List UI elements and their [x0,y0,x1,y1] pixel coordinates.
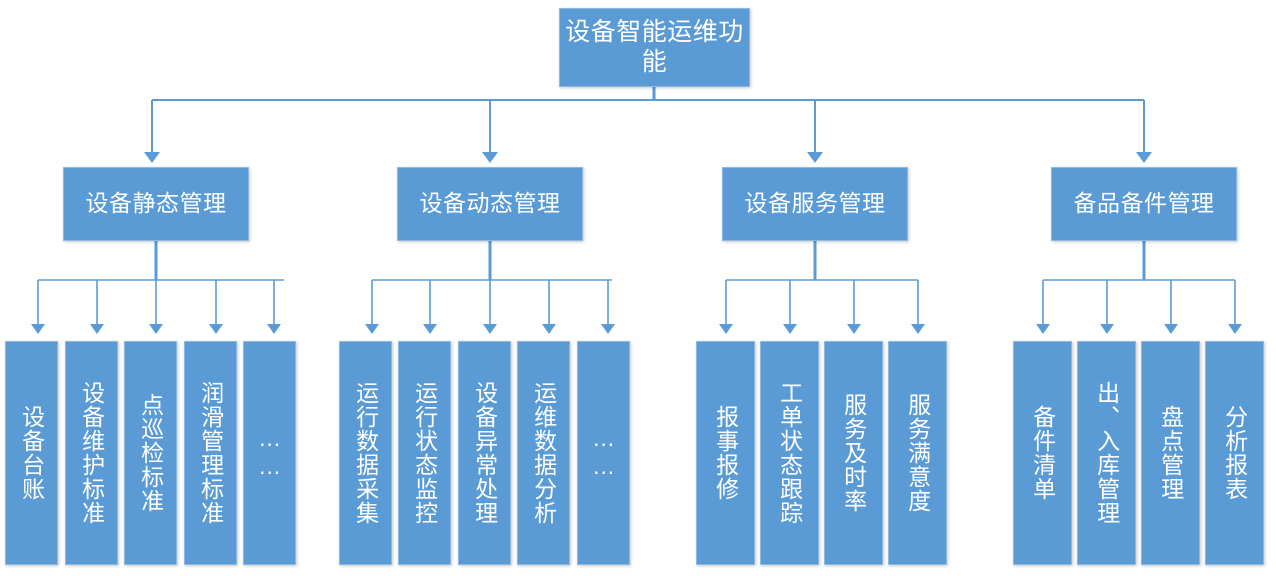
leaf-node[interactable]: 设备台账 [5,341,58,565]
leaf-node-ellipsis[interactable]: …… [577,341,630,565]
leaf-node-label: 服务及时率 [840,393,867,513]
group-node-2[interactable]: 设备动态管理 [397,167,583,241]
leaf-node-label: 运行数据采集 [352,381,379,525]
leaf-node[interactable]: 备件清单 [1013,341,1072,565]
arrowhead-to-leaf [601,324,615,334]
arrowhead-to-leaf [209,324,223,334]
leaf-node[interactable]: 点巡检标准 [124,341,177,565]
leaf-node-label: 分析报表 [1221,405,1248,501]
arrowhead-to-leaf [542,324,556,334]
arrowhead-to-leaf [365,324,379,334]
leaf-node-label: 点巡检标准 [137,393,164,513]
arrowhead-to-leaf [911,324,925,334]
leaf-node[interactable]: 服务及时率 [824,341,883,565]
leaf-node-label: 出、入库管理 [1093,381,1120,525]
arrowhead-to-leaf [483,324,497,334]
arrowhead-to-leaf [1164,324,1178,334]
group-node-1[interactable]: 设备静态管理 [63,167,249,241]
leaf-node-ellipsis[interactable]: …… [243,341,296,565]
leaf-node-label: 设备维护标准 [78,381,105,525]
root-node-label: 设备智能运维功能 [565,18,744,76]
arrowhead-to-group-2 [482,152,498,163]
leaf-node-label: 报事报修 [712,405,739,501]
arrowhead-to-leaf [1228,324,1242,334]
leaf-node-label: 设备异常处理 [471,381,498,525]
arrowhead-to-leaf [783,324,797,334]
arrowhead-to-group-1 [144,152,160,163]
arrowhead-to-leaf [90,324,104,334]
arrowhead-to-leaf [31,324,45,334]
arrowhead-to-leaf [719,324,733,334]
arrowhead-to-leaf [1100,324,1114,334]
leaf-node[interactable]: 工单状态跟踪 [760,341,819,565]
leaf-node[interactable]: 盘点管理 [1141,341,1200,565]
leaf-node[interactable]: 服务满意度 [888,341,947,565]
leaf-node-label: 备件清单 [1029,405,1056,501]
arrowhead-to-leaf [1036,324,1050,334]
group-node-1-label: 设备静态管理 [85,190,227,217]
leaf-node-label: 润滑管理标准 [197,381,224,525]
group-node-3-label: 设备服务管理 [744,190,886,217]
leaf-node[interactable]: 出、入库管理 [1077,341,1136,565]
leaf-node-label: 设备台账 [18,405,45,501]
leaf-node[interactable]: 运维数据分析 [517,341,570,565]
arrowhead-to-group-3 [807,152,823,163]
arrowhead-to-leaf [423,324,437,334]
root-node[interactable]: 设备智能运维功能 [559,8,750,87]
arrowhead-to-group-4 [1136,152,1152,163]
leaf-node-label: …… [590,425,617,481]
arrowhead-to-leaf [149,324,163,334]
leaf-node-label: 运维数据分析 [530,381,557,525]
arrowhead-to-leaf [847,324,861,334]
leaf-node-label: 运行状态监控 [411,381,438,525]
arrowhead-to-leaf [267,324,281,334]
leaf-node[interactable]: 润滑管理标准 [184,341,237,565]
group-node-3[interactable]: 设备服务管理 [722,167,908,241]
leaf-node[interactable]: 分析报表 [1205,341,1264,565]
group-node-4-label: 备品备件管理 [1073,190,1215,217]
leaf-node[interactable]: 设备异常处理 [458,341,511,565]
leaf-node-label: 工单状态跟踪 [776,381,803,525]
group-node-4[interactable]: 备品备件管理 [1051,167,1237,241]
group-node-2-label: 设备动态管理 [419,190,561,217]
leaf-node[interactable]: 设备维护标准 [65,341,118,565]
leaf-node[interactable]: 运行状态监控 [398,341,451,565]
leaf-node[interactable]: 报事报修 [696,341,755,565]
leaf-node[interactable]: 运行数据采集 [339,341,392,565]
leaf-node-label: …… [256,425,283,481]
leaf-node-label: 盘点管理 [1157,405,1184,501]
leaf-node-label: 服务满意度 [904,393,931,513]
